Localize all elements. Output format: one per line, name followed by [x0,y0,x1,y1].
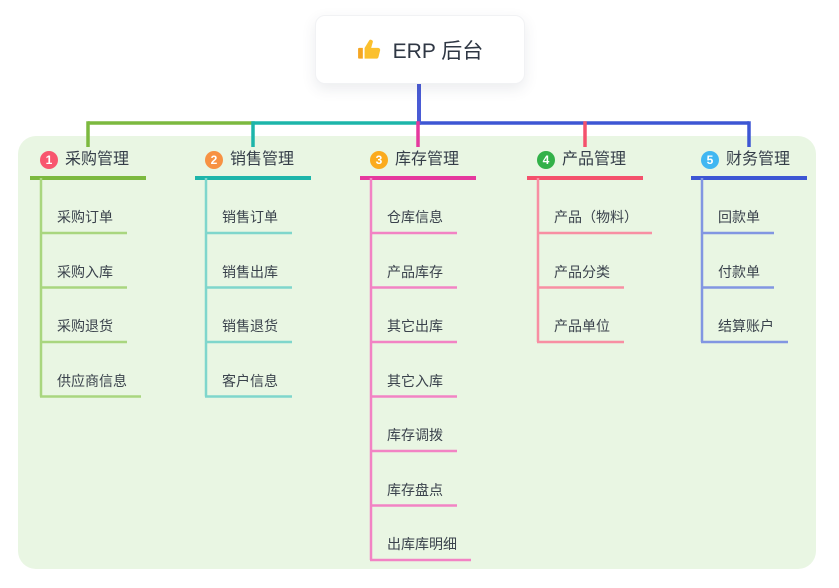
branch-node-5[interactable]: 5 财务管理 [701,150,790,170]
child-node[interactable]: 库存盘点 [387,481,443,498]
branch-node-label: 采购管理 [65,151,130,168]
child-node[interactable]: 销售退货 [222,318,278,334]
branch-node-3[interactable]: 3 库存管理 [370,150,459,170]
child-node[interactable]: 产品库存 [387,263,443,280]
branch-node-2[interactable]: 2 销售管理 [205,150,294,170]
branch-node-4[interactable]: 4 产品管理 [537,150,626,170]
child-node[interactable]: 其它入库 [387,372,443,389]
branch-number-badge: 4 [537,151,555,169]
root-node-label: ERP 后台 [392,39,484,63]
child-node[interactable]: 付款单 [718,263,760,280]
child-node[interactable]: 产品分类 [554,263,610,280]
child-node[interactable]: 产品单位 [554,318,610,334]
child-node[interactable]: 销售出库 [222,263,278,280]
branch-node-1[interactable]: 1 采购管理 [40,150,129,170]
branch-number-badge: 5 [701,151,719,169]
child-node[interactable]: 仓库信息 [387,209,443,225]
branches-panel [18,136,816,569]
branch-number-badge: 3 [370,151,388,169]
branch-node-label: 销售管理 [230,151,295,168]
child-node[interactable]: 回款单 [718,209,760,225]
child-node[interactable]: 结算账户 [718,318,774,334]
child-node[interactable]: 库存调拨 [387,427,443,443]
branch-node-label: 产品管理 [562,151,627,168]
child-node[interactable]: 出库库明细 [387,536,457,552]
child-node[interactable]: 采购入库 [57,263,113,280]
child-node[interactable]: 产品（物料） [554,209,638,225]
child-node[interactable]: 客户信息 [222,372,278,389]
child-node[interactable]: 销售订单 [222,209,278,225]
branch-node-label: 财务管理 [726,151,791,168]
branch-node-label: 库存管理 [395,151,460,168]
thumbs-up-icon [357,39,380,59]
branch-number-badge: 1 [40,151,58,169]
child-node[interactable]: 供应商信息 [57,372,127,389]
child-node[interactable]: 采购退货 [57,318,113,334]
child-node[interactable]: 采购订单 [57,209,113,225]
branch-number-badge: 2 [205,151,223,169]
child-node[interactable]: 其它出库 [387,318,443,334]
root-node[interactable]: ERP 后台 [315,15,525,84]
